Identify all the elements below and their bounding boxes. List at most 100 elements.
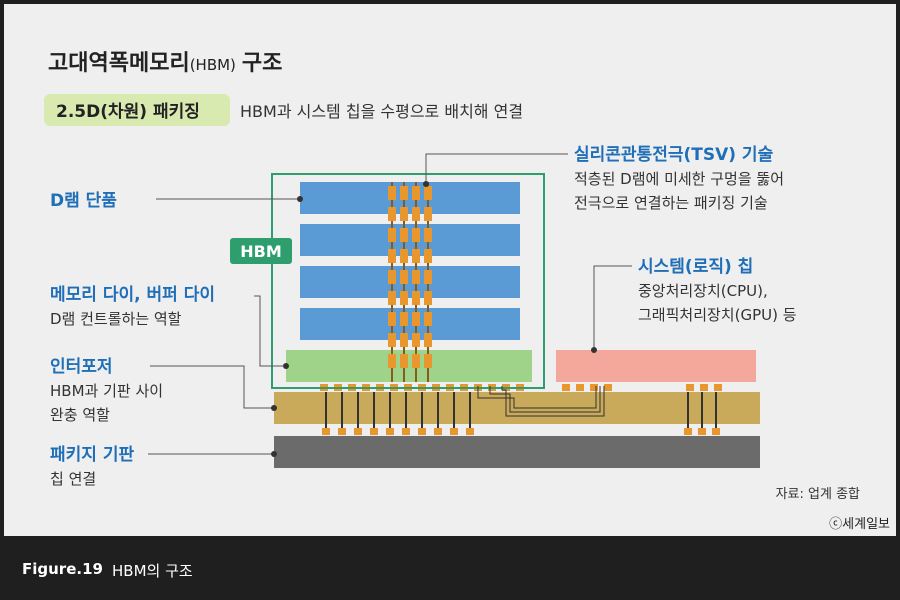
- through-via: [687, 392, 689, 428]
- tsv-bump: [412, 186, 420, 200]
- caption-text: HBM의 구조: [112, 562, 193, 580]
- tsv-bump: [400, 228, 408, 242]
- tsv-bump: [400, 312, 408, 326]
- tsv-bump: [424, 207, 432, 221]
- tsv-bump: [424, 354, 432, 368]
- substrate-bump: [386, 428, 394, 435]
- credit-note: ⓒ세계일보: [829, 517, 890, 532]
- label-substrate: 패키지 기판: [50, 445, 134, 465]
- tsv-bump: [388, 228, 396, 242]
- tsv-bump: [424, 312, 432, 326]
- tsv-bump: [388, 186, 396, 200]
- tsv-bump: [400, 333, 408, 347]
- tsv-bump: [412, 333, 420, 347]
- tsv-bump: [412, 228, 420, 242]
- caption-label: Figure.19: [22, 560, 103, 578]
- subtitle-badge: 2.5D(차원) 패키징: [56, 102, 200, 122]
- tsv-bump: [388, 249, 396, 263]
- tsv-bump: [412, 354, 420, 368]
- hbm-structure-diagram: 고대역폭메모리(HBM)구조 2.5D(차원) 패키징 HBM과 시스템 칩을 …: [44, 51, 890, 532]
- tsv-bump: [400, 186, 408, 200]
- micro-bump: [562, 384, 570, 391]
- tsv-bump: [412, 312, 420, 326]
- through-via: [341, 392, 343, 428]
- label-system-chip: 시스템(로직) 칩: [638, 256, 753, 277]
- through-via: [469, 392, 471, 428]
- tsv-bump: [388, 333, 396, 347]
- micro-bump: [700, 384, 708, 391]
- substrate-bump: [466, 428, 474, 435]
- tsv-column: [388, 182, 432, 382]
- tsv-bump: [412, 291, 420, 305]
- tsv-bump: [388, 354, 396, 368]
- through-via: [389, 392, 391, 428]
- through-via: [373, 392, 375, 428]
- tsv-bump: [388, 312, 396, 326]
- label-interposer-desc1: HBM과 기판 사이: [50, 382, 163, 400]
- dram-die-2: [300, 224, 520, 256]
- label-interposer: 인터포저: [50, 357, 113, 377]
- tsv-bump: [424, 249, 432, 263]
- substrate-bump: [338, 428, 346, 435]
- label-substrate-desc: 칩 연결: [50, 470, 96, 488]
- through-via: [357, 392, 359, 428]
- substrate-bump: [418, 428, 426, 435]
- label-memory-die: 메모리 다이, 버퍼 다이: [50, 285, 215, 305]
- tsv-bump: [400, 270, 408, 284]
- through-via: [421, 392, 423, 428]
- substrate-bump: [354, 428, 362, 435]
- micro-bump: [590, 384, 598, 391]
- dram-die-1: [300, 182, 520, 214]
- label-system-chip-desc2: 그래픽처리장치(GPU) 등: [638, 306, 797, 324]
- subtitle-text: HBM과 시스템 칩을 수평으로 배치해 연결: [240, 102, 523, 121]
- tsv-bump: [424, 186, 432, 200]
- substrate-bump: [434, 428, 442, 435]
- micro-bump: [604, 384, 612, 391]
- tsv-bump: [412, 270, 420, 284]
- substrate-bumps: [322, 428, 720, 435]
- buffer-die: [286, 350, 532, 382]
- title-abbr: (HBM): [190, 56, 236, 74]
- tsv-bump: [400, 354, 408, 368]
- through-via: [405, 392, 407, 428]
- source-note: 자료: 업계 종합: [776, 487, 860, 502]
- label-system-chip-desc1: 중앙처리장치(CPU),: [638, 282, 768, 300]
- substrate-bump: [712, 428, 720, 435]
- hbm-badge: HBM: [240, 242, 282, 261]
- substrate-bump: [370, 428, 378, 435]
- svg-text:고대역폭메모리(HBM)구조: 고대역폭메모리(HBM)구조: [48, 51, 282, 76]
- substrate-bump: [402, 428, 410, 435]
- tsv-bump: [388, 270, 396, 284]
- hbm-frame: [271, 173, 545, 389]
- tsv-bump: [412, 249, 420, 263]
- label-memory-die-desc: D램 컨트롤하는 역할: [50, 310, 182, 328]
- substrate-bump: [450, 428, 458, 435]
- interposer-wiring: [477, 386, 605, 417]
- diagram-panel: 고대역폭메모리(HBM)구조 2.5D(차원) 패키징 HBM과 시스템 칩을 …: [4, 4, 896, 536]
- interposer-vias: [325, 392, 717, 428]
- label-tsv: 실리콘관통전극(TSV) 기술: [574, 145, 774, 165]
- leader-lines: [148, 153, 632, 455]
- label-interposer-desc2: 완충 역할: [50, 406, 110, 424]
- substrate-bump: [322, 428, 330, 435]
- through-via: [325, 392, 327, 428]
- through-via: [453, 392, 455, 428]
- tsv-bump: [424, 291, 432, 305]
- through-via: [437, 392, 439, 428]
- tsv-bump: [388, 291, 396, 305]
- tsv-bump: [400, 207, 408, 221]
- title-tail: 구조: [242, 51, 282, 76]
- dram-die-4: [300, 308, 520, 340]
- tsv-bump: [400, 291, 408, 305]
- tsv-bump: [424, 228, 432, 242]
- subtitle-badge-bg: [44, 94, 230, 126]
- tsv-bump: [412, 207, 420, 221]
- through-via: [715, 392, 717, 428]
- hbm-badge-bg: [230, 238, 292, 264]
- tsv-bump: [424, 333, 432, 347]
- logic-chip: [556, 350, 756, 382]
- micro-bump: [686, 384, 694, 391]
- package-substrate: [274, 436, 760, 468]
- label-tsv-desc2: 전극으로 연결하는 패키징 기술: [574, 194, 768, 212]
- tsv-bump: [388, 207, 396, 221]
